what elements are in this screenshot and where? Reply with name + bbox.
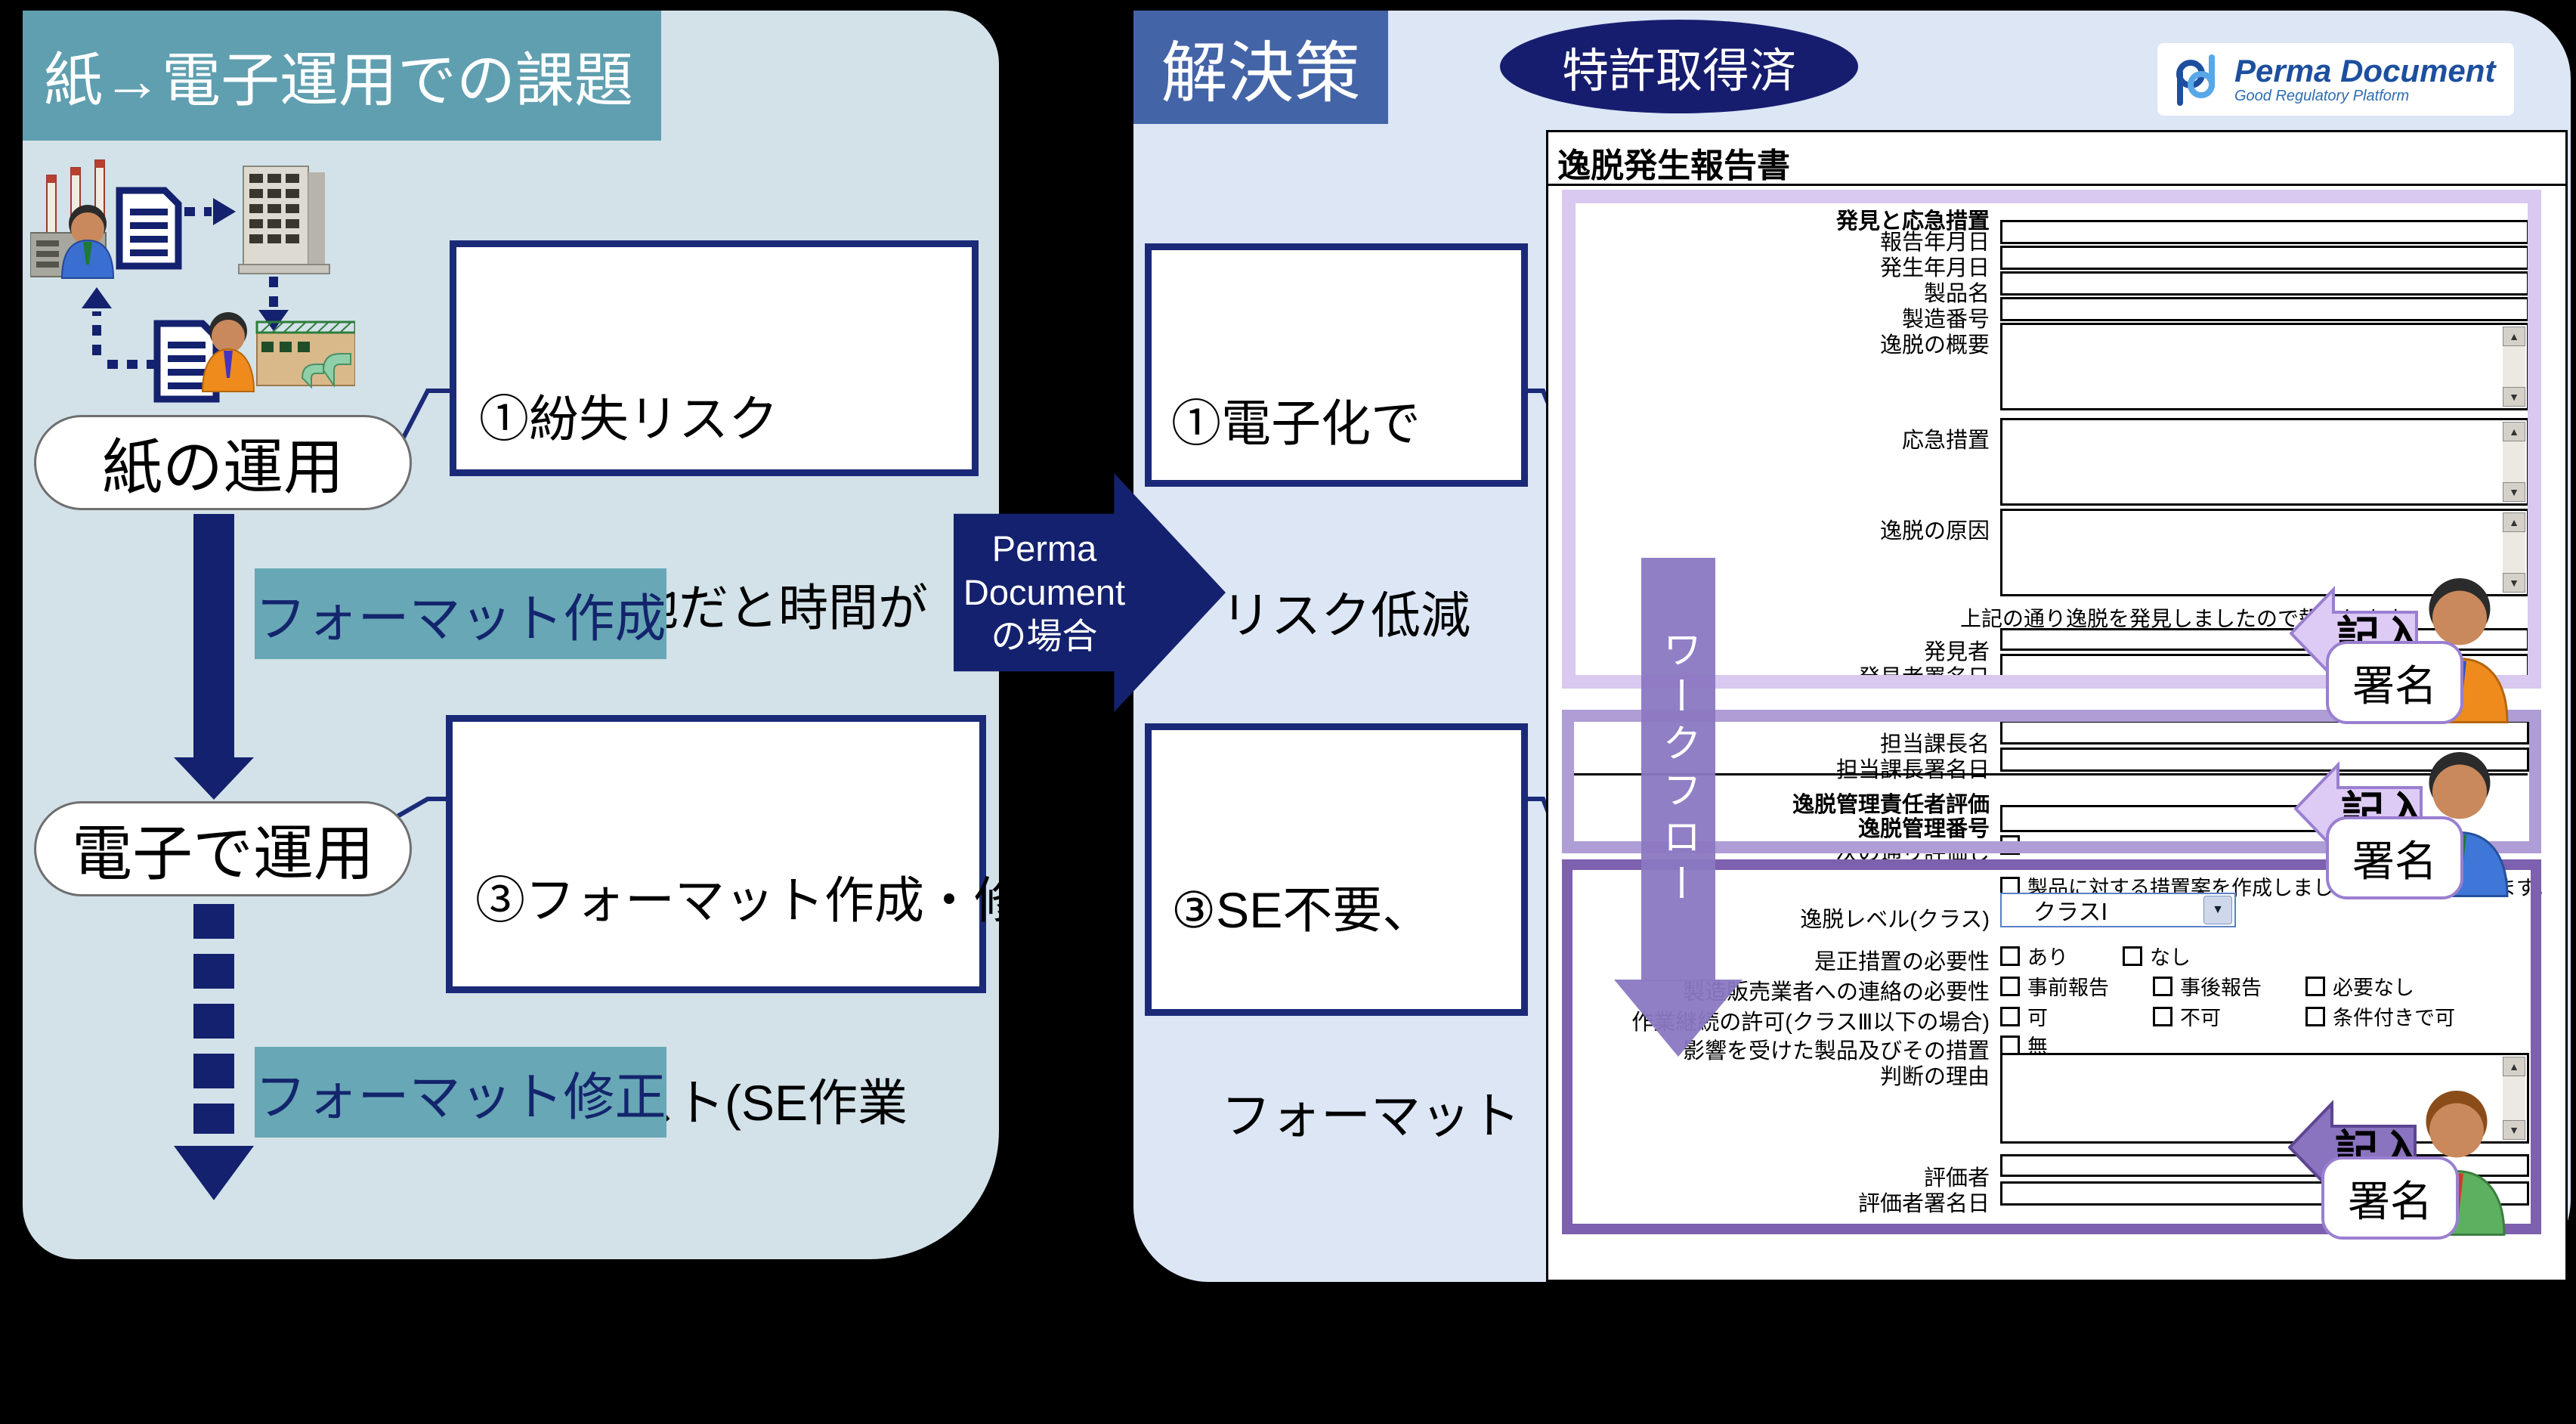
field-label: 発生年月日 (1879, 256, 1990, 280)
title-divider (1548, 184, 2565, 186)
down-arrow-solid (174, 514, 254, 800)
scroll-down-icon[interactable]: ▼ (2503, 573, 2525, 593)
section2-header: 逸脱管理責任者評価 (1792, 793, 1990, 817)
scroll-up-icon[interactable]: ▲ (2503, 422, 2525, 441)
deviation-level-select[interactable]: クラスⅠ ▼ (2000, 893, 2236, 927)
option[interactable]: 必要なし (2305, 971, 2414, 1001)
sign-annotation-bubble: 署名 (2326, 641, 2463, 724)
field-label: 製品名 (1923, 282, 1990, 306)
field-label: 逸脱の原因 (1879, 519, 1990, 543)
connector-electronic-to-issue3 (385, 797, 449, 825)
perma-document-logo: Perma Document Good Regulatory Platform (2157, 43, 2514, 116)
logo-name: Perma Document (2234, 52, 2496, 88)
electronic-operation-oval: 電子で運用 (34, 801, 412, 896)
paper-flow-illustration (30, 159, 355, 403)
eval-checkbox[interactable] (2000, 835, 2020, 855)
arrowhead-down (258, 310, 289, 331)
checkbox[interactable] (2000, 976, 2020, 996)
logo-tagline: Good Regulatory Platform (2234, 87, 2410, 104)
scrollbar[interactable]: ▲ ▼ (2503, 1057, 2525, 1140)
workflow-arrow: ワークフロー (1641, 558, 1715, 981)
down-arrow-dashed (174, 904, 254, 1200)
checkbox[interactable] (2153, 976, 2172, 996)
field-label: 逸脱の概要 (1879, 333, 1990, 358)
sign-annotation-bubble: 署名 (2326, 816, 2463, 899)
lot-number-input[interactable] (2000, 297, 2529, 321)
scroll-down-icon[interactable]: ▼ (2503, 1120, 2525, 1140)
checkbox[interactable] (2000, 1035, 2020, 1055)
format-fix-step: フォーマット修正 (255, 1047, 666, 1138)
issue-callout-1: ①紛失リスク ②遠隔地だと時間が かかる (450, 240, 979, 825)
scrollbar[interactable]: ▲ ▼ (2503, 512, 2525, 593)
problems-panel-title: 紙→電子運用での課題 (23, 11, 661, 141)
checkbox[interactable] (2000, 1006, 2020, 1026)
person-blue-icon (60, 205, 115, 279)
connector-lines-layer (174, 389, 1557, 1200)
logo-mark-icon (2176, 54, 2215, 106)
field-label: 応急措置 (1901, 429, 1990, 453)
field-label: 評価者署名日 (1857, 1192, 1990, 1216)
scroll-down-icon[interactable]: ▼ (2503, 387, 2525, 407)
return-path-line (92, 311, 157, 369)
format-create-step: フォーマット作成 (255, 568, 666, 659)
form-title: 逸脱発生報告書 (1557, 147, 1790, 184)
selected-level: クラスⅠ (2033, 900, 2108, 925)
arrowhead-right (213, 198, 236, 225)
workflow-arrowhead-icon (1614, 980, 1743, 1057)
occur-date-input[interactable] (2000, 246, 2529, 270)
issue-callout-3: ③フォーマット作成・修 正のコスト(SE作業 費、時間)がかかる (446, 715, 1024, 1333)
deviation-summary-textarea[interactable]: ▲ ▼ (2000, 323, 2529, 410)
option[interactable]: 事後報告 (2153, 971, 2262, 1001)
product-name-input[interactable] (2000, 271, 2529, 296)
person-orange-icon (201, 312, 255, 392)
scroll-up-icon[interactable]: ▲ (2503, 512, 2525, 532)
scroll-up-icon[interactable]: ▲ (2503, 1057, 2525, 1076)
checkbox[interactable] (2305, 976, 2325, 996)
field-label: 発見者 (1923, 640, 1990, 664)
solution-callout-1: ①電子化で リスク低減 ②効率化 (1145, 243, 1528, 835)
checkbox[interactable] (2305, 1006, 2325, 1026)
scroll-down-icon[interactable]: ▼ (2503, 482, 2525, 502)
checkbox[interactable] (2123, 946, 2142, 966)
field-label: 逸脱管理番号 (1857, 817, 1990, 841)
scrollbar[interactable]: ▲ ▼ (2503, 422, 2525, 502)
emergency-action-textarea[interactable]: ▲ ▼ (2000, 418, 2529, 506)
reason-label: 判断の理由 (1879, 1065, 1990, 1089)
plant-icon (255, 320, 355, 389)
paper-operation-oval: 紙の運用 (34, 415, 412, 510)
option[interactable]: 可 (2000, 1001, 2048, 1031)
field-label: 担当課長名 (1879, 732, 1990, 757)
field-label: 報告年月日 (1879, 231, 1990, 255)
sign-annotation-bubble: 署名 (2321, 1156, 2459, 1240)
level-label: 逸脱レベル(クラス) (1800, 908, 1990, 932)
option[interactable]: なし (2123, 941, 2191, 970)
check-row-label: 是正措置の必要性 (1814, 950, 1990, 974)
scrollbar[interactable]: ▲ ▼ (2503, 327, 2525, 407)
dropdown-icon[interactable]: ▼ (2203, 896, 2232, 924)
field-label: 製造番号 (1901, 308, 1990, 332)
report-date-input[interactable] (2000, 220, 2529, 244)
patent-badge: 特許取得済 (1500, 20, 1858, 113)
arrowhead-up (82, 287, 112, 308)
option[interactable]: 事前報告 (2000, 971, 2109, 1001)
document-icon (116, 187, 182, 270)
option[interactable]: 不可 (2153, 1001, 2221, 1031)
checkbox[interactable] (2000, 946, 2020, 966)
field-label: 評価者 (1923, 1166, 1990, 1190)
scroll-up-icon[interactable]: ▲ (2503, 327, 2525, 346)
checkbox[interactable] (2153, 1006, 2172, 1026)
solution-callout-3: ③SE不要、 フォーマット 簡単作成 (1145, 723, 1528, 1349)
section-divider-line (1563, 773, 2528, 775)
solution-panel-title: 解決策 (1133, 11, 1388, 124)
office-building-icon (238, 166, 330, 274)
option[interactable]: あり (2000, 941, 2068, 970)
option[interactable]: 条件付きで可 (2305, 1001, 2455, 1031)
section1-header: 発見と応急措置 (1835, 209, 1990, 234)
field-label: 担当課長署名日 (1835, 758, 1990, 782)
